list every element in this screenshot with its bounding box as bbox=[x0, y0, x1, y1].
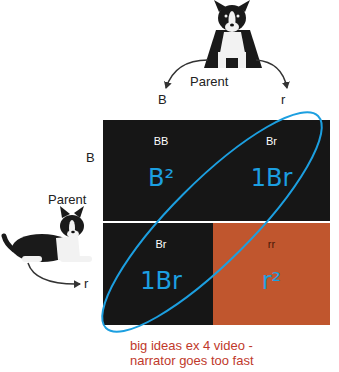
allele-label: r bbox=[84, 276, 88, 291]
handwritten-count: 1Br bbox=[213, 164, 330, 192]
handwritten-count: r² bbox=[213, 267, 330, 295]
parent-label: Parent bbox=[190, 74, 228, 89]
genotype-text: BB bbox=[103, 135, 219, 147]
allele-label: B bbox=[158, 92, 167, 107]
left-parent-dog bbox=[4, 206, 92, 262]
punnett-cell: BB B² bbox=[103, 120, 219, 221]
punnett-cell: Br 1Br bbox=[213, 120, 330, 221]
top-parent-dog bbox=[204, 0, 262, 68]
handwritten-note: big ideas ex 4 video - narrator goes too… bbox=[130, 338, 280, 368]
parent-label: Parent bbox=[48, 192, 86, 207]
allele-label: B bbox=[86, 150, 95, 165]
handwritten-loop bbox=[78, 88, 339, 357]
genotype-text: rr bbox=[213, 238, 330, 250]
gamete-arrow bbox=[256, 60, 287, 88]
handwritten-count: 1Br bbox=[103, 267, 219, 295]
allele-label: r bbox=[281, 92, 285, 107]
gamete-arrow bbox=[28, 263, 80, 284]
punnett-cell: Br 1Br bbox=[103, 223, 219, 325]
punnett-cell: rr r² bbox=[213, 223, 330, 325]
genotype-text: Br bbox=[103, 238, 219, 250]
handwritten-count: B² bbox=[103, 164, 219, 192]
genotype-text: Br bbox=[213, 135, 330, 147]
